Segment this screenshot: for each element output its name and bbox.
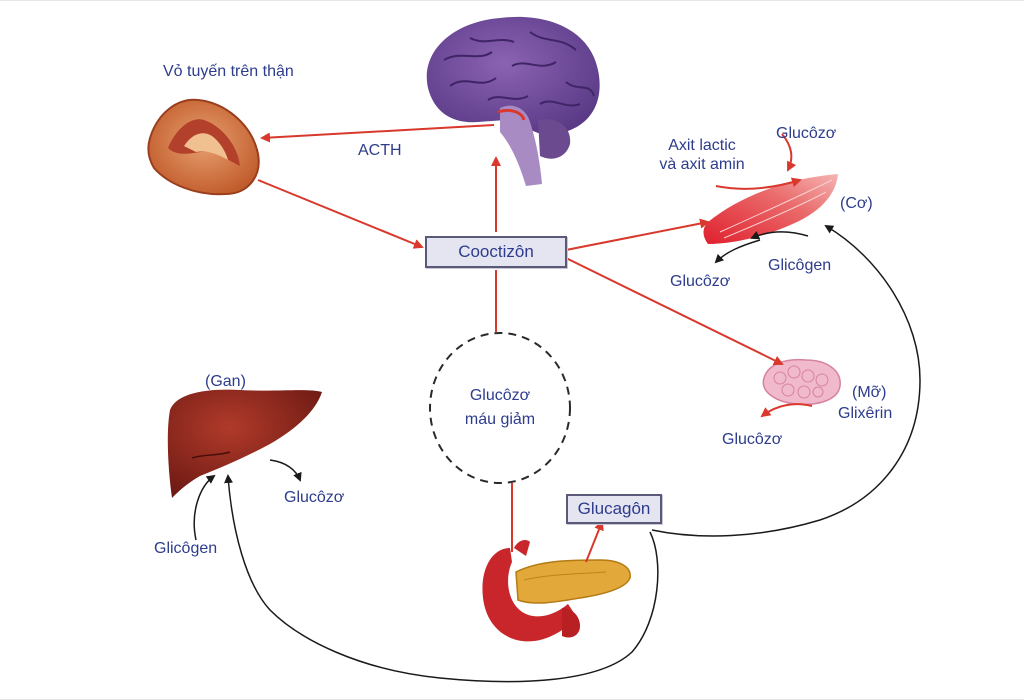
label-glycerin: Glixêrin [838, 405, 893, 422]
low-glucose-circle [429, 332, 571, 484]
label-acth: ACTH [358, 142, 402, 159]
arrow-glycerin-to-glucose [760, 403, 813, 418]
label-glycogen-liver: Glicôgen [154, 540, 218, 557]
label-glucose-fat: Glucôzơ [722, 431, 783, 448]
arrow-cortisol-to-muscle [565, 218, 710, 251]
liver-icon [167, 389, 322, 498]
arrow-cortisol-to-fat [565, 257, 784, 365]
muscle-icon [703, 174, 838, 244]
red-arrows [257, 124, 813, 563]
label-glucose-liver: Glucôzơ [284, 489, 345, 506]
brain-icon [426, 16, 600, 186]
label-lactic-line2: và axit amin [659, 156, 745, 173]
cortisol-box: Cooctizôn [425, 236, 567, 268]
top-border [0, 0, 1024, 1]
arrow-glucagon-to-muscle [651, 224, 921, 537]
arrow-muscle-glucose-top [781, 133, 797, 172]
arrow-glycogen-to-liver [193, 474, 216, 541]
adrenal-gland-icon [147, 98, 260, 196]
label-low-glucose: Glucôzơ máu giảm [440, 384, 560, 432]
label-adrenal-cortex: Vỏ tuyến trên thận [163, 63, 294, 80]
label-glycogen-muscle: Glicôgen [768, 257, 832, 274]
arrow-glycogen-to-glucose-muscle [750, 231, 809, 240]
label-glucose-muscle-top: Glucôzơ [776, 125, 837, 142]
arrow-muscle-glucose-out [714, 239, 761, 264]
label-low-glucose-line1: Glucôzơ [469, 387, 531, 404]
arrow-liver-to-glucose [269, 459, 302, 482]
arrow-glucagon-to-liver [224, 474, 659, 683]
arrow-lactic-to-glucose [715, 177, 802, 190]
label-muscle: (Cơ) [840, 195, 873, 212]
arrow-brain-to-adrenal [260, 124, 495, 143]
cortisol-label: Cooctizôn [458, 242, 534, 261]
label-fat: (Mỡ) [852, 384, 887, 401]
arrow-pancreas-to-glucagon [585, 520, 604, 563]
label-lactic-amino: Axit lactic và axit amin [640, 136, 764, 174]
label-liver: (Gan) [205, 373, 246, 390]
arrow-adrenal-to-cortisol [257, 179, 424, 249]
fat-tissue-icon [762, 358, 841, 406]
glucagon-label: Glucagôn [577, 499, 651, 518]
label-glucose-muscle-bottom: Glucôzơ [670, 273, 731, 290]
label-lactic-line1: Axit lactic [668, 137, 736, 154]
pancreas-icon [482, 540, 631, 642]
label-low-glucose-line2: máu giảm [464, 411, 536, 428]
black-arrows [193, 224, 921, 683]
glucagon-box: Glucagôn [566, 494, 662, 524]
